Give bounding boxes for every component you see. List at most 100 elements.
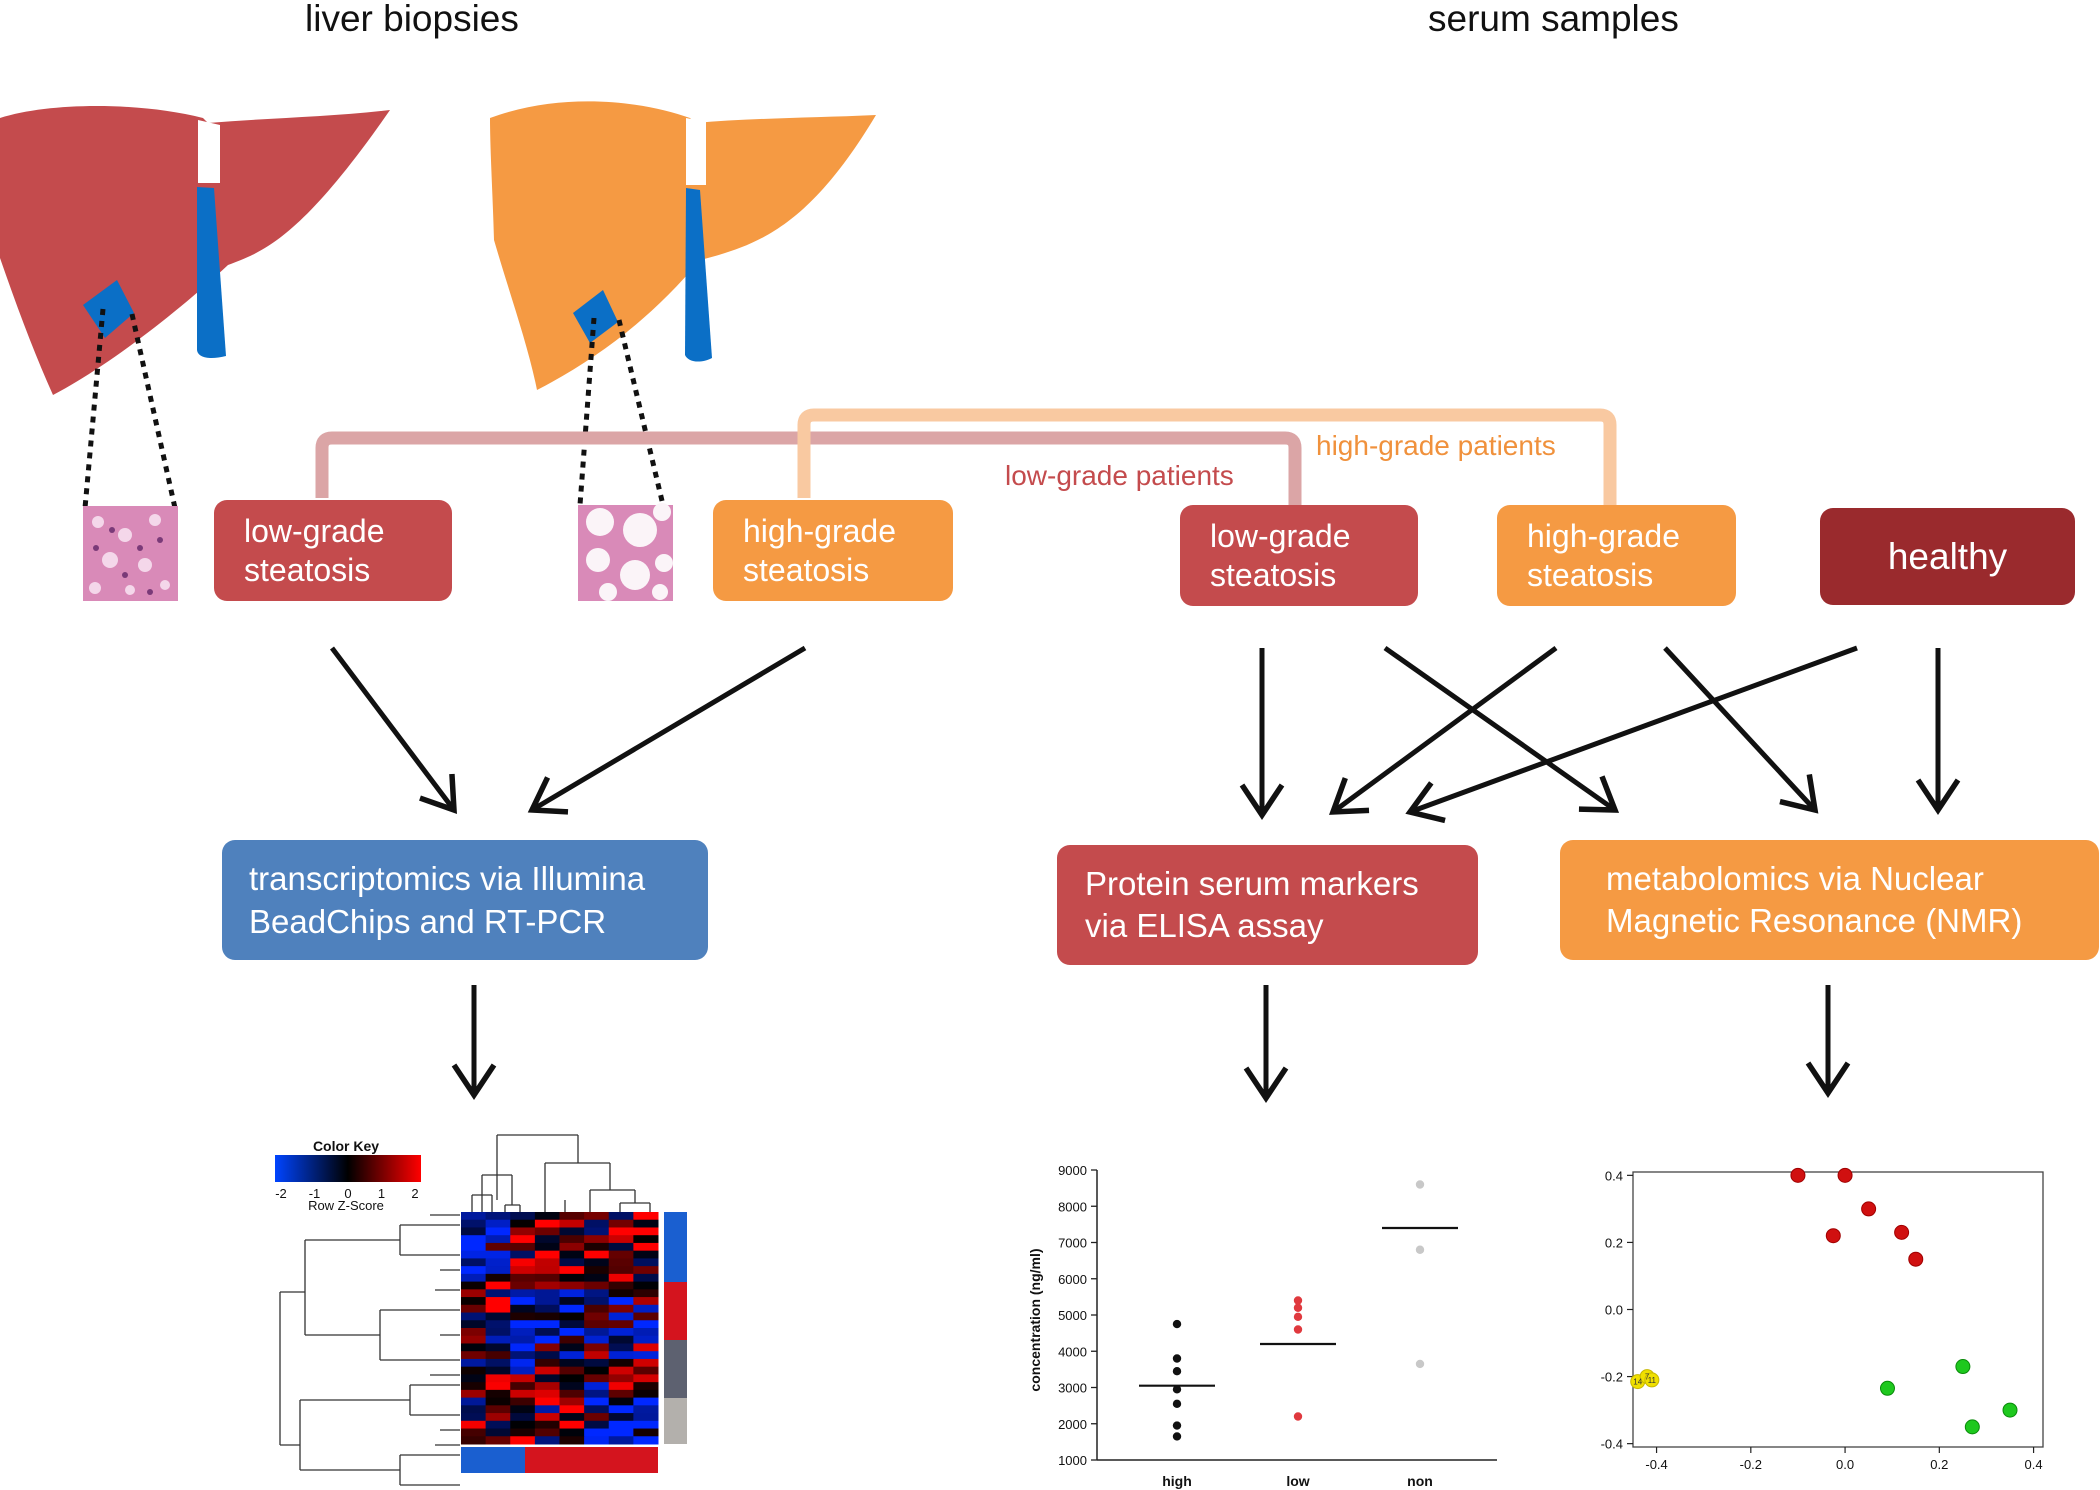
heatmap-cell	[510, 1281, 536, 1290]
pca-point	[1964, 1419, 1980, 1435]
pca-point	[2002, 1402, 2018, 1418]
heatmap-cell	[559, 1281, 585, 1290]
heatmap-cell	[559, 1413, 585, 1422]
heatmap-cell	[534, 1320, 560, 1329]
heatmap-cell	[485, 1304, 511, 1314]
heatmap-cell	[633, 1250, 659, 1259]
heatmap-cell	[633, 1304, 659, 1314]
heatmap-cell	[510, 1297, 536, 1306]
heatmap-cell	[559, 1266, 585, 1275]
heatmap-cell	[559, 1358, 585, 1368]
heatmap-cell	[510, 1320, 536, 1329]
color-key-title: Color Key	[313, 1138, 379, 1154]
heatmap-cell	[461, 1289, 487, 1298]
heatmap-cell	[608, 1281, 634, 1290]
heatmap-cell	[485, 1235, 511, 1244]
heatmap-cell	[633, 1266, 659, 1275]
color-key-tick: 2	[411, 1186, 418, 1201]
heatmap-cell	[461, 1420, 487, 1430]
heatmap-cell	[534, 1351, 560, 1360]
heatmap-cell	[608, 1389, 634, 1399]
heatmap-cell	[633, 1219, 659, 1228]
heatmap-cell	[510, 1273, 536, 1283]
heatmap-cell	[633, 1273, 659, 1283]
heatmap-cell	[559, 1235, 585, 1244]
row-group-3	[664, 1340, 687, 1398]
elisa-point	[1293, 1325, 1303, 1334]
heatmap-cell	[608, 1219, 634, 1228]
serum-lowgrade-label: low-grade steatosis	[1210, 517, 1351, 593]
heatmap-cell	[461, 1351, 487, 1360]
heatmap-cell	[559, 1366, 585, 1375]
heatmap-cell	[485, 1420, 511, 1430]
liver-biopsies-title: liver biopsies	[305, 0, 519, 39]
elisa-ytick-label: 3000	[1058, 1381, 1087, 1396]
heatmap-cell	[608, 1405, 634, 1414]
metabolomics-label: metabolomics via Nuclear Magnetic Resona…	[1606, 860, 2023, 939]
heatmap-cell	[485, 1212, 511, 1221]
heatmap-cell	[608, 1297, 634, 1306]
heatmap-cell	[485, 1297, 511, 1306]
heatmap-cell	[584, 1320, 610, 1329]
heatmap-cell	[584, 1374, 610, 1383]
elisa-ytick-label: 9000	[1058, 1163, 1087, 1178]
heatmap-cell	[510, 1366, 536, 1375]
heatmap-cell	[633, 1289, 659, 1298]
column-dendrogram	[471, 1134, 651, 1212]
serum-samples-title: serum samples	[1428, 0, 1679, 39]
color-key-tick: 0	[344, 1186, 351, 1201]
elisa-point	[1172, 1432, 1182, 1441]
elisa-ytick-label: 5000	[1058, 1308, 1087, 1323]
heatmap-cell	[633, 1297, 659, 1306]
heatmap-cell	[461, 1219, 487, 1228]
heatmap-cell	[559, 1297, 585, 1306]
pca-point	[1861, 1201, 1877, 1217]
heatmap-cell	[510, 1413, 536, 1422]
heatmap-cell	[485, 1366, 511, 1375]
pca-point	[1837, 1167, 1853, 1183]
heatmap-cell	[534, 1397, 560, 1406]
elisa-point	[1172, 1399, 1182, 1409]
elisa-point	[1172, 1366, 1182, 1376]
heatmap-cell	[559, 1258, 585, 1267]
heatmap-cell	[633, 1389, 659, 1399]
heatmap-cell	[485, 1358, 511, 1368]
heatmap-cell	[461, 1382, 487, 1391]
heatmap-cell	[633, 1281, 659, 1290]
heatmap-cell	[534, 1389, 560, 1399]
serum-highgrade-box: high-grade steatosis	[1497, 505, 1736, 606]
heatmap-cell	[461, 1413, 487, 1422]
serum-highgrade-label: high-grade steatosis	[1527, 517, 1680, 593]
heatmap-cell	[584, 1382, 610, 1391]
heatmap-cell	[559, 1374, 585, 1383]
elisa-point	[1415, 1180, 1425, 1189]
heatmap-cell	[485, 1227, 511, 1236]
pca-xtick-label: 0.0	[1836, 1457, 1854, 1472]
heatmap-cell	[534, 1428, 560, 1437]
color-key-tick: 1	[378, 1186, 385, 1201]
heatmap-cell	[559, 1343, 585, 1352]
heatmap-cell	[461, 1397, 487, 1406]
pca-point-label: 14	[1633, 1378, 1642, 1387]
col-group-1	[461, 1447, 525, 1473]
biopsy-lowgrade-label: low-grade steatosis	[244, 512, 385, 588]
elisa-ytick-label: 4000	[1058, 1344, 1087, 1359]
heatmap-cell	[485, 1343, 511, 1352]
elisa-point	[1415, 1359, 1425, 1369]
heatmap-cell	[485, 1328, 511, 1337]
heatmap-cell	[584, 1227, 610, 1236]
heatmap-cell	[485, 1351, 511, 1360]
elisa-ytick-label: 6000	[1058, 1272, 1087, 1287]
heatmap-cell	[559, 1397, 585, 1406]
heatmap-cell	[584, 1304, 610, 1314]
liver-lowgrade-icon	[0, 106, 390, 395]
heatmap-cell	[485, 1266, 511, 1275]
heatmap-cell	[461, 1304, 487, 1314]
heatmap-cell	[584, 1366, 610, 1375]
heatmap-cell	[534, 1343, 560, 1352]
heatmap-cell	[633, 1312, 659, 1321]
